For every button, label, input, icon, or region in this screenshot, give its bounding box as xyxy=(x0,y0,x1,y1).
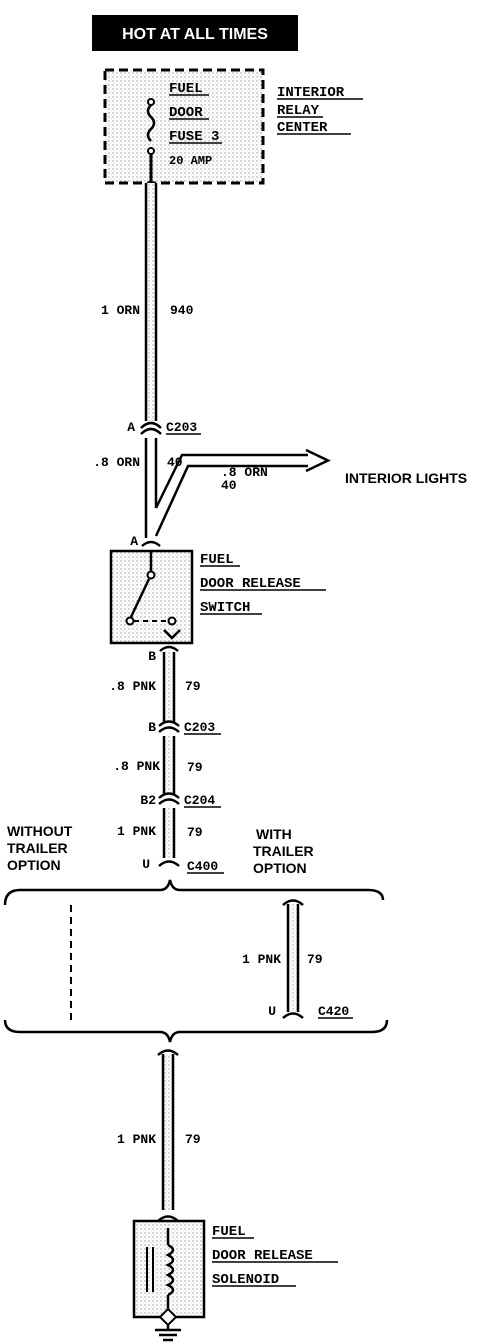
solenoid-line1: FUEL xyxy=(212,1224,246,1240)
wire-79-d-circuit: 79 xyxy=(307,952,323,967)
wire-79-b-circuit: 79 xyxy=(187,760,203,775)
connector-c420: U C420 xyxy=(268,1004,353,1019)
c203-b-pin: B xyxy=(148,720,156,735)
wire-79-e-gauge-color: 1 PNK xyxy=(117,1132,156,1147)
interior-lights-label: INTERIOR LIGHTS xyxy=(345,470,467,486)
switch-line3: SWITCH xyxy=(200,600,250,616)
c203-a-pin: A xyxy=(127,420,135,435)
connector-c400: U C400 xyxy=(142,857,224,874)
wire-40: .8 ORN 40 .8 ORN 40 INTERIOR LIGHTS xyxy=(93,438,467,538)
relay-center-line1: INTERIOR xyxy=(277,85,345,101)
wire-40-branch-circuit: 40 xyxy=(221,478,237,493)
c204-name: C204 xyxy=(184,793,215,808)
wire-79-b: .8 PNK 79 xyxy=(113,736,203,794)
switch-line2: DOOR RELEASE xyxy=(200,576,301,592)
c203-a-name: C203 xyxy=(166,420,197,435)
power-source-label: HOT AT ALL TIMES xyxy=(122,26,268,43)
option-without-line1: WITHOUT xyxy=(7,823,73,839)
fuse-name-line2: DOOR xyxy=(169,105,203,121)
option-with-line3: OPTION xyxy=(253,860,307,876)
fuel-door-release-solenoid: FUEL DOOR RELEASE SOLENOID xyxy=(132,1215,338,1327)
ground-icon xyxy=(155,1325,181,1342)
wire-79-a-gauge-color: .8 PNK xyxy=(109,679,156,694)
switch-pin-a: A xyxy=(130,534,138,549)
wire-79-c-circuit: 79 xyxy=(187,825,203,840)
solenoid-line2: DOOR RELEASE xyxy=(212,1248,313,1264)
option-without-trailer: WITHOUT TRAILER OPTION xyxy=(7,823,73,873)
wire-79-d-gauge-color: 1 PNK xyxy=(242,952,281,967)
connector-c203-b: B C203 xyxy=(148,720,221,735)
wire-79-b-gauge-color: .8 PNK xyxy=(113,759,160,774)
wire-40-branch-gauge-color: .8 ORN xyxy=(221,465,268,480)
fuel-door-release-switch: A FUEL DOOR RELEASE SWITCH xyxy=(109,534,326,645)
c204-pin: B2 xyxy=(140,793,156,808)
c420-pin: U xyxy=(268,1004,276,1019)
wire-40-gauge-color: .8 ORN xyxy=(93,455,140,470)
option-with-line2: TRAILER xyxy=(253,843,314,859)
interior-relay-center: FUEL DOOR FUSE 3 20 AMP xyxy=(103,68,265,185)
wire-79-e-circuit: 79 xyxy=(185,1132,201,1147)
relay-center-label: INTERIOR RELAY CENTER xyxy=(277,85,363,136)
switch-pin-b: B xyxy=(148,649,156,664)
option-without-line3: OPTION xyxy=(7,857,61,873)
option-brace-top xyxy=(3,879,385,906)
wire-940-gauge-color: 1 ORN xyxy=(101,303,140,318)
option-brace-bottom xyxy=(3,1019,389,1043)
wire-940-circuit: 940 xyxy=(170,303,194,318)
connector-c203-a: A C203 xyxy=(127,420,201,435)
switch-line1: FUEL xyxy=(200,552,234,568)
wire-79-a: B .8 PNK 79 xyxy=(109,645,201,722)
power-source-banner: HOT AT ALL TIMES xyxy=(92,15,298,51)
fuse-name-line1: FUEL xyxy=(169,81,203,97)
wire-79-a-circuit: 79 xyxy=(185,679,201,694)
option-without-line2: TRAILER xyxy=(7,840,68,856)
option-with-trailer: WITH TRAILER OPTION xyxy=(253,826,314,876)
solenoid-line3: SOLENOID xyxy=(212,1272,279,1288)
fuse-name-line3: FUSE 3 xyxy=(169,129,219,145)
c420-name: C420 xyxy=(318,1004,349,1019)
relay-center-line3: CENTER xyxy=(277,120,328,136)
c203-b-name: C203 xyxy=(184,720,215,735)
wire-940: 1 ORN 940 xyxy=(101,183,194,421)
option-with-line1: WITH xyxy=(256,826,292,842)
wire-40-circuit: 40 xyxy=(167,455,183,470)
wire-79-c-gauge-color: 1 PNK xyxy=(117,824,156,839)
fuse-rating: 20 AMP xyxy=(169,154,212,168)
wire-79-c: 1 PNK 79 xyxy=(117,808,203,858)
c400-name: C400 xyxy=(187,859,218,874)
connector-c204: B2 C204 xyxy=(140,792,221,808)
relay-center-line2: RELAY xyxy=(277,103,320,119)
wire-79-d: 1 PNK 79 xyxy=(242,899,323,1012)
wire-79-e: 1 PNK 79 xyxy=(117,1049,201,1210)
c400-pin: U xyxy=(142,857,150,872)
